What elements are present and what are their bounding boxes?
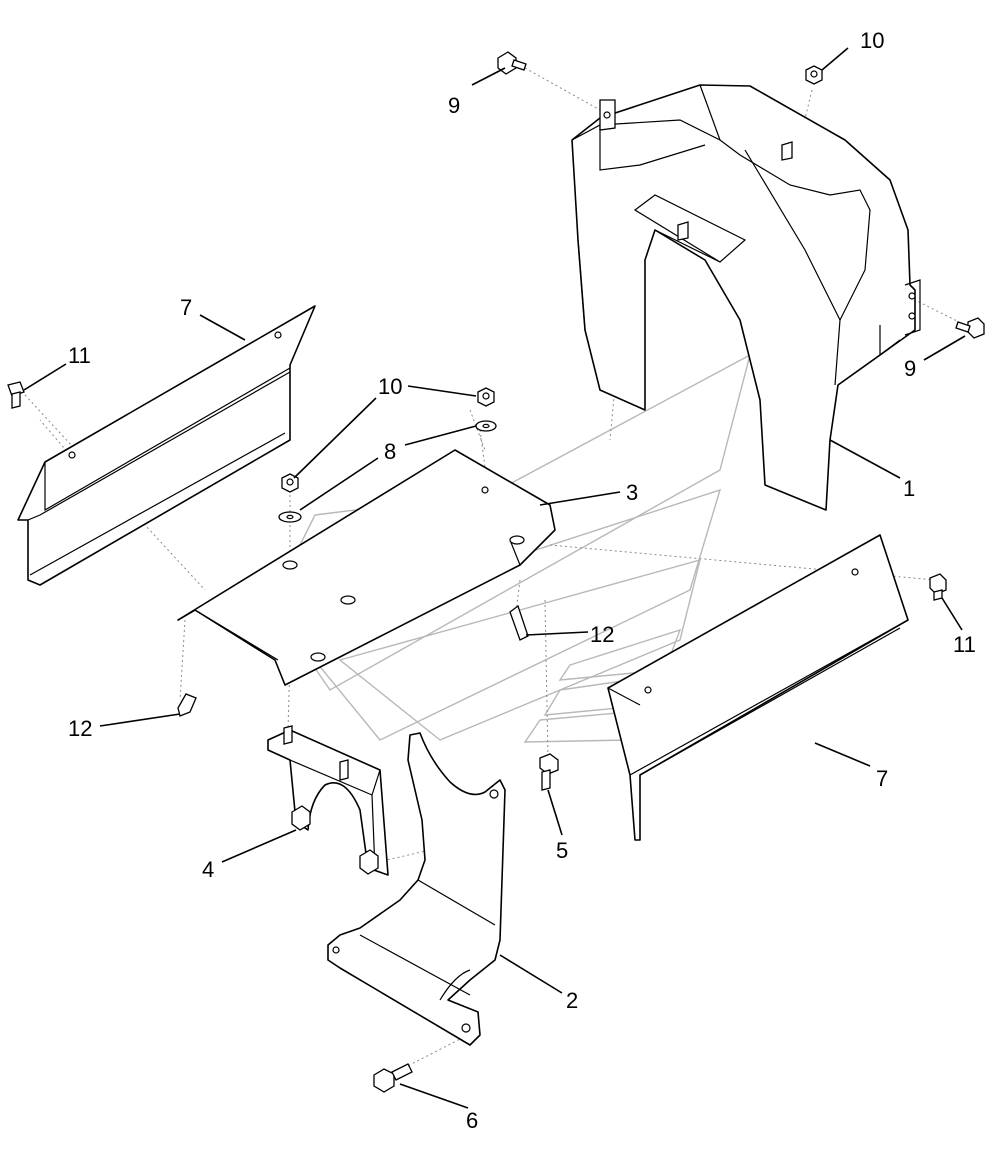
deflector-panel-left bbox=[17, 305, 316, 586]
callout-labels: 1 2 3 4 5 6 7 7 8 9 9 10 10 11 11 12 12 bbox=[68, 28, 976, 1133]
bolt-11-left bbox=[7, 381, 25, 409]
nut-10-left bbox=[281, 473, 299, 493]
clip-12-left bbox=[177, 693, 197, 717]
callout-10-middle: 10 bbox=[378, 374, 402, 399]
clip-12-right bbox=[509, 604, 529, 641]
callout-5: 5 bbox=[556, 838, 568, 863]
washer-8-middle bbox=[475, 420, 497, 432]
hardware bbox=[7, 51, 985, 1093]
bolt-11-right bbox=[929, 573, 947, 601]
bolt-9-right bbox=[955, 317, 985, 339]
callout-7-left: 7 bbox=[180, 295, 192, 320]
callout-9-right: 9 bbox=[904, 356, 916, 381]
callout-2: 2 bbox=[566, 988, 578, 1013]
callout-7-right: 7 bbox=[876, 766, 888, 791]
callout-9-top: 9 bbox=[448, 93, 460, 118]
callout-8: 8 bbox=[384, 439, 396, 464]
nut-10-middle bbox=[477, 387, 495, 407]
deflector-panel-right bbox=[607, 534, 909, 841]
callout-1: 1 bbox=[903, 476, 915, 501]
bolt-6 bbox=[373, 1063, 413, 1093]
mounting-bracket bbox=[267, 725, 389, 876]
callout-12-left: 12 bbox=[68, 716, 92, 741]
callout-11-right: 11 bbox=[953, 632, 976, 657]
bolt-9-top bbox=[497, 51, 527, 75]
callout-4: 4 bbox=[202, 857, 214, 882]
bolt-5 bbox=[539, 753, 559, 791]
callout-11-left: 11 bbox=[68, 343, 91, 368]
nut-10-top bbox=[805, 65, 823, 85]
callout-12-right: 12 bbox=[590, 622, 614, 647]
callout-3: 3 bbox=[626, 480, 638, 505]
belt-guard-shroud bbox=[571, 84, 921, 511]
washer-8-left bbox=[278, 511, 302, 523]
top-cover-plate bbox=[177, 449, 556, 686]
leader-lines bbox=[23, 47, 966, 1109]
support-bracket bbox=[327, 732, 506, 1046]
callout-10-top: 10 bbox=[860, 28, 884, 53]
callout-6: 6 bbox=[466, 1108, 478, 1133]
